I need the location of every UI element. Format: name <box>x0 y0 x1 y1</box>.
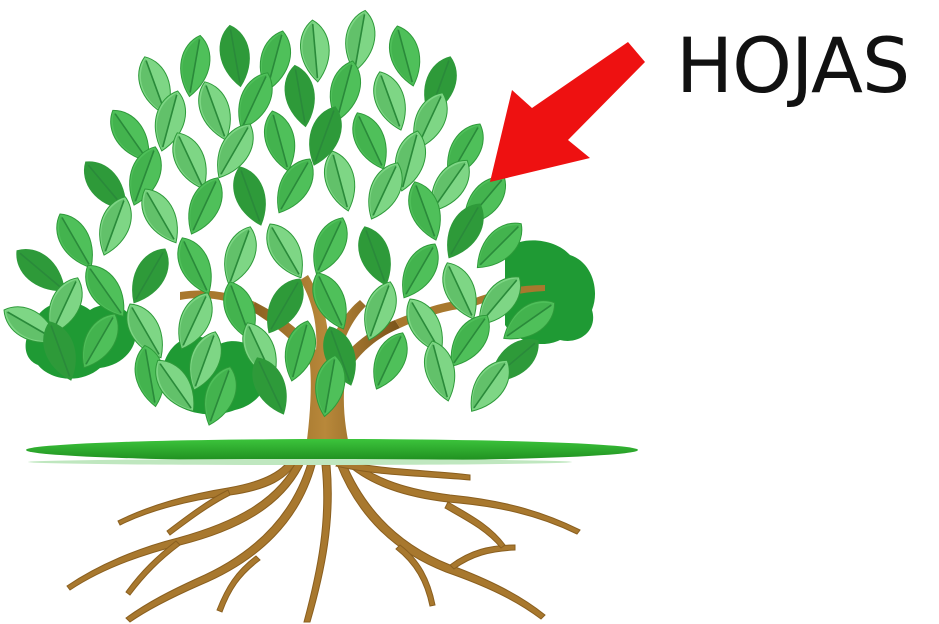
leaf <box>122 242 178 310</box>
leaf <box>392 237 448 305</box>
leaf <box>216 23 255 89</box>
leaf <box>258 217 314 285</box>
leaf <box>226 162 274 230</box>
leaf <box>216 222 264 290</box>
grass-strip <box>26 439 638 465</box>
leaf <box>351 222 399 290</box>
leaf <box>91 192 139 260</box>
leaf <box>48 207 104 275</box>
hojas-label: HOJAS <box>676 28 909 104</box>
arrow-pointer <box>490 42 645 182</box>
roots <box>67 452 580 622</box>
leaf <box>304 212 356 280</box>
leaf <box>169 232 221 300</box>
leaf-canopy <box>0 8 563 430</box>
